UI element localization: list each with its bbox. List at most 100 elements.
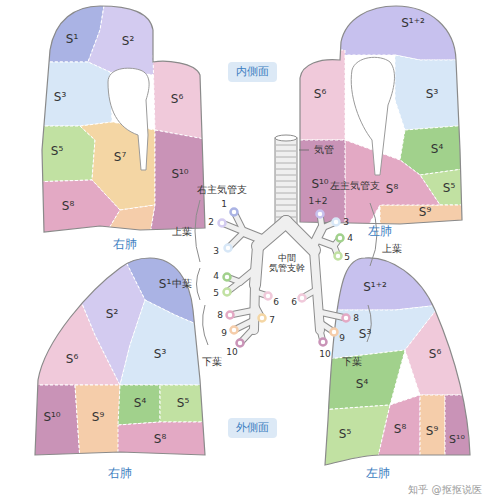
trachea-ring [276,151,296,152]
lung-outline [300,6,462,224]
lung [290,0,470,240]
bronchus-end [227,312,234,319]
bronchus-end [265,293,272,300]
lobe-bracket [203,305,208,345]
segment-label: S⁵ [51,145,63,159]
segment-label: S¹⁺² [363,281,387,295]
bronchus-number: 9 [221,328,227,338]
lung-segment [405,305,480,395]
bronchus [240,268,257,282]
trachea-ring [276,163,296,164]
lung-segment [118,385,160,425]
lung-outline [42,6,205,232]
bronchus-end [231,327,238,334]
trachea-top [275,135,297,141]
segment-label: S⁸ [386,183,398,197]
lobe-label: 上葉 [382,243,402,255]
segment-label: S⁵ [443,182,455,196]
segment-label: S¹⁰ [171,168,188,182]
bronchus-number: 5 [344,252,350,262]
segment-label: S⁴ [356,378,368,392]
lung [320,250,480,470]
segment-label: S¹⁰ [43,411,60,425]
segment-label: S¹⁰ [449,434,465,447]
lung-name: 左肺 [366,467,390,481]
trachea-ring [276,187,296,188]
bronchus-end [259,315,266,322]
bronchus-number: 6 [273,297,279,307]
lung-hilum [108,68,149,170]
trachea-ring [276,169,296,170]
trachea-ring [276,175,296,176]
lung-segment [105,205,155,235]
bronchus-end [219,220,226,227]
segment-label: S⁵ [177,397,189,411]
trachea [275,138,297,224]
bronchus [244,232,264,240]
lobe-label: 中葉 [172,278,192,290]
segment-label: S⁷ [114,151,126,165]
segment-label: S² [106,308,118,322]
bronchus-name: 右主気管支 [197,184,247,196]
bronchus-outline [244,232,264,240]
lobe-bracket [197,268,201,300]
bronchus-number: 4 [347,233,353,243]
bronchus-end [343,315,350,322]
segment-label: S³ [426,88,438,102]
segment-label: S¹⁰ [311,178,328,192]
bronchus-number: 10 [226,347,237,357]
lobe-label: 上葉 [172,226,192,238]
bronchus-number: 8 [217,310,223,320]
lung-segment [30,126,95,182]
segment-label: S⁶ [66,353,78,367]
bronchus-name: 左主気管支 [330,180,380,192]
trachea-ring [276,211,296,212]
watermark: 知乎 @抠抠说医 [408,484,481,496]
bronchus-end [337,235,344,242]
bronchus-number: 1+2 [309,196,328,206]
bronchus-end [225,245,232,252]
lung [30,0,210,235]
segment-label: S⁸ [62,200,74,214]
segment-label: S⁸ [154,433,166,447]
trachea-ring [276,157,296,158]
segment-label: S² [122,35,134,49]
bronchus-end [231,209,238,216]
segment-label: S³ [359,328,371,342]
bronchus-number: 4 [213,271,219,281]
lung-segment [30,62,112,126]
bronchus-number: 1 [221,199,227,209]
lung-segment [375,395,420,470]
lung [20,250,210,460]
lobe-bracket [195,200,200,262]
bronchus-number: 10 [319,349,330,359]
trachea-ring [276,193,296,194]
segment-label: S⁴ [134,397,146,411]
bronchus [318,240,334,246]
bronchus-number: 8 [353,313,359,323]
bronchus-number: 7 [269,315,275,325]
lung-segment [75,385,120,460]
bronchus-name: 気管 [314,144,334,156]
lung-hilum [351,57,394,175]
bronchus-end [237,340,244,347]
view-label-box: 外側面 [228,418,277,438]
segment-label: S¹ [159,278,171,292]
segment-label: S³ [54,91,66,105]
segment-label: S⁶ [171,93,183,107]
bronchus-end [320,339,327,346]
leader-line [299,150,309,151]
bronchus-end [224,289,231,296]
segment-label: S⁴ [431,143,443,157]
trachea-ring [276,199,296,200]
lung-outline [35,258,205,455]
bronchus-number: 3 [213,246,219,256]
bronchus-end [333,219,340,226]
bronchus-number: 5 [213,288,219,298]
segment-label: S¹⁺² [401,17,425,31]
lobe-label: 下葉 [342,356,362,368]
lung-segment [150,130,210,235]
segment-label: S³ [154,348,166,362]
lung-segment [420,395,445,470]
